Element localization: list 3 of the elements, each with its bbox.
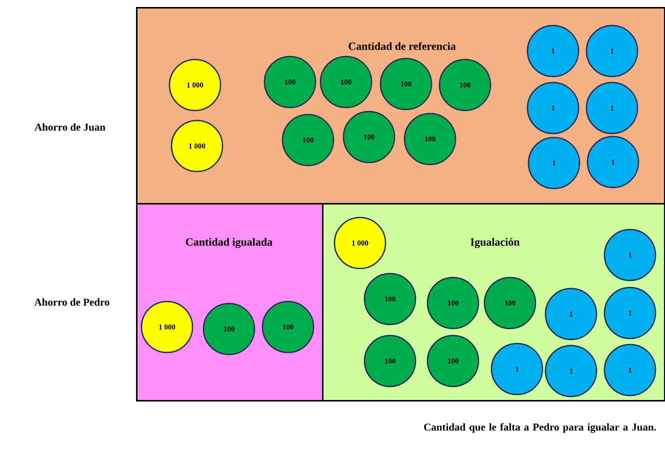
row-label: Ahorro de Pedro: [34, 298, 110, 306]
row-label: Cantidad que le falta a Pedro para igualar a Juan.: [424, 423, 656, 433]
row-label: Ahorro de Juan: [34, 123, 106, 131]
